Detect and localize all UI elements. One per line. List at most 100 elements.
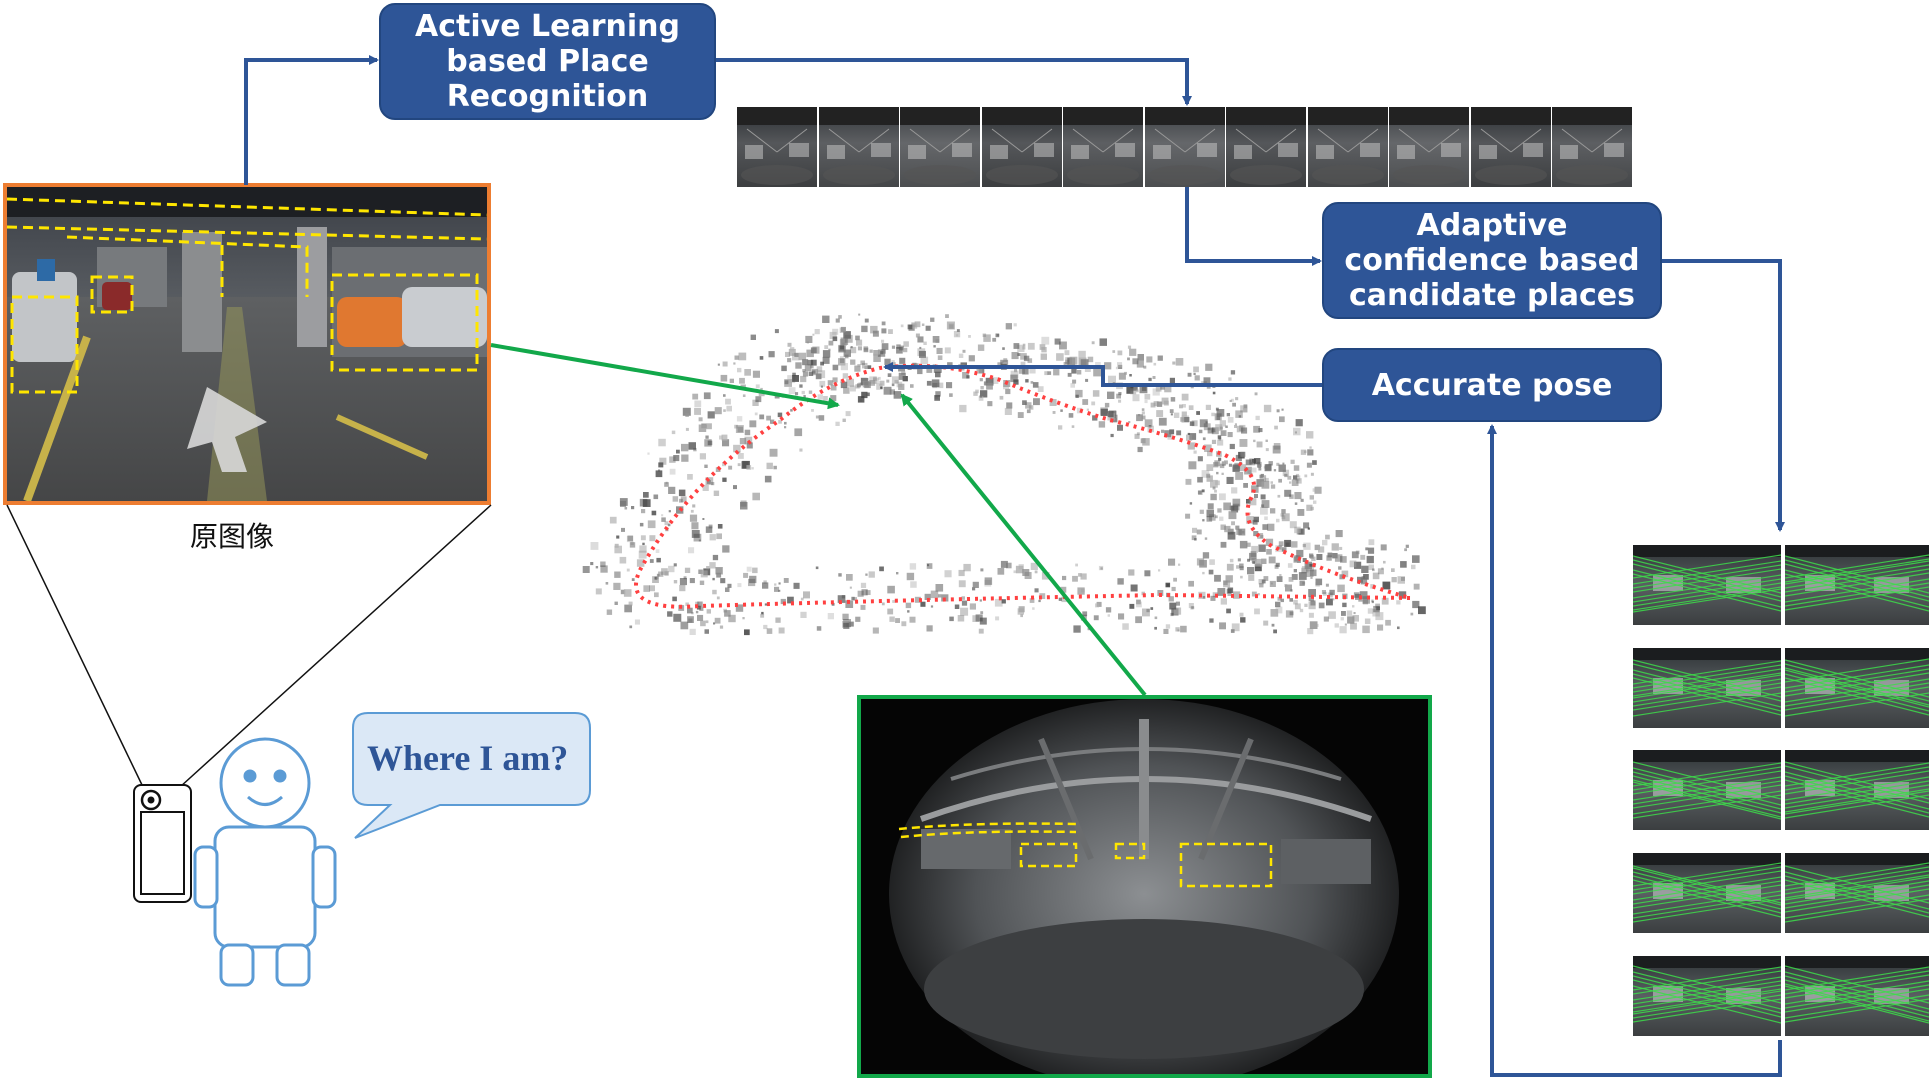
map-point [697,601,703,607]
map-point [653,494,659,500]
map-point [944,347,951,354]
map-point [938,594,942,598]
map-point [1258,467,1262,471]
map-point [606,609,613,615]
query-fisheye-image-panel [857,695,1432,1078]
map-point [902,347,908,353]
map-point [781,365,787,372]
map-point [842,373,849,379]
map-point [1413,583,1420,590]
map-point [664,571,669,576]
map-point [1253,516,1259,523]
map-point [681,454,689,462]
map-point [978,628,984,634]
map-point [860,604,866,610]
map-point [714,617,721,624]
match-query-frame [1633,545,1781,625]
map-point [1017,344,1025,352]
map-point [1315,623,1319,627]
map-point [700,570,708,578]
map-point [936,347,943,354]
map-point [968,335,971,338]
map-point [1187,432,1190,435]
map-point [672,496,679,502]
map-point [737,426,743,433]
map-point [955,334,959,337]
map-point [1231,505,1239,513]
map-point [1152,388,1160,396]
map-point [1307,527,1310,530]
map-point [1309,621,1318,629]
map-point [1173,607,1182,615]
map-point [1371,600,1374,604]
map-point [1247,558,1250,562]
map-point [829,331,837,339]
map-point [649,535,656,542]
map-point [1316,554,1323,560]
map-point [881,602,885,606]
map-point [1277,596,1282,601]
map-point [1203,377,1211,385]
match-candidate-frame [1785,545,1929,625]
map-point [656,577,659,580]
map-point [1275,606,1283,614]
map-point [1306,462,1312,468]
map-point [1099,338,1107,346]
map-point [934,395,940,401]
map-point [1299,580,1305,586]
map-point [700,620,706,627]
map-point [1412,600,1420,609]
map-point [759,414,765,420]
map-point [590,542,599,550]
map-point [857,396,865,403]
map-point [1253,425,1260,433]
map-point [997,568,1005,575]
map-point [704,439,712,447]
map-point [949,393,953,397]
map-point [824,345,829,349]
map-point [1301,566,1309,573]
map-point [810,347,817,354]
map-point [600,561,606,567]
map-point [815,415,819,419]
map-point [1077,587,1085,595]
map-point [679,498,683,503]
map-point [1175,601,1180,606]
map-point [930,317,935,322]
map-point [907,365,912,370]
map-point [624,506,628,510]
retrieved-frame-thumbnail [1063,107,1143,187]
map-point [900,324,904,328]
map-point [1221,472,1224,475]
map-point [1186,434,1193,441]
map-point [1237,558,1241,562]
map-point [628,601,633,606]
map-point [1243,404,1248,409]
map-point [1069,356,1078,365]
map-point [1076,370,1082,375]
map-point [1273,629,1277,634]
map-point [1129,603,1135,609]
map-point [830,395,837,402]
map-point [668,486,676,494]
map-point [1231,487,1238,494]
map-point [1223,580,1231,588]
map-point [773,465,777,470]
map-point [1289,598,1293,602]
map-point [699,453,706,460]
map-point [954,604,960,609]
map-point [1241,427,1248,434]
map-point [728,614,736,623]
map-point [1217,588,1226,596]
map-point [1213,462,1219,468]
map-point [891,383,895,387]
map-point [1150,607,1154,610]
map-point [980,568,984,572]
map-point [984,577,993,585]
map-point [1310,600,1316,606]
map-point [1253,531,1259,537]
map-point [820,361,824,366]
map-point [582,566,590,573]
map-point [621,527,625,532]
map-point [1301,567,1307,574]
